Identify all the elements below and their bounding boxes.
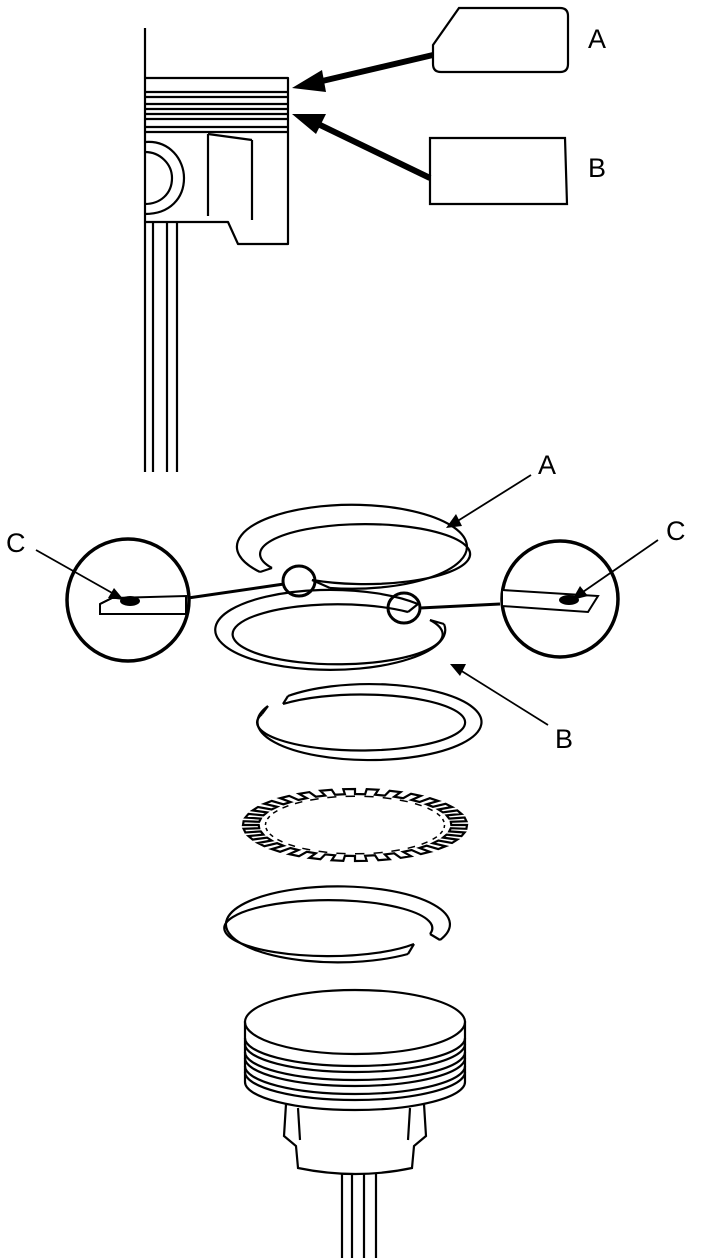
detail-right — [419, 539, 620, 659]
label-mark-right: C — [666, 516, 686, 546]
piston-cross-section — [143, 28, 290, 472]
marker-circles — [281, 564, 422, 625]
label-top-b: B — [588, 153, 606, 183]
label-top-a: A — [588, 24, 606, 54]
piston — [243, 988, 467, 1258]
leader-mark-left: C — [6, 528, 124, 600]
callout-top-b: B — [292, 114, 606, 206]
oil-ring-upper-rail — [256, 682, 483, 762]
label-mark-left: C — [6, 528, 26, 558]
top-compression-ring — [235, 503, 472, 590]
callout-top-a: A — [292, 6, 606, 92]
oil-ring-spacer — [241, 787, 469, 863]
second-compression-ring — [214, 588, 447, 671]
detail-left — [65, 537, 285, 663]
leader-mark-right: C — [572, 516, 686, 600]
oil-ring-lower-rail — [223, 885, 451, 964]
label-ring-a: A — [538, 450, 556, 480]
leader-ring-a: A — [446, 450, 556, 528]
leader-ring-b: B — [450, 664, 573, 754]
label-ring-b: B — [555, 724, 573, 754]
